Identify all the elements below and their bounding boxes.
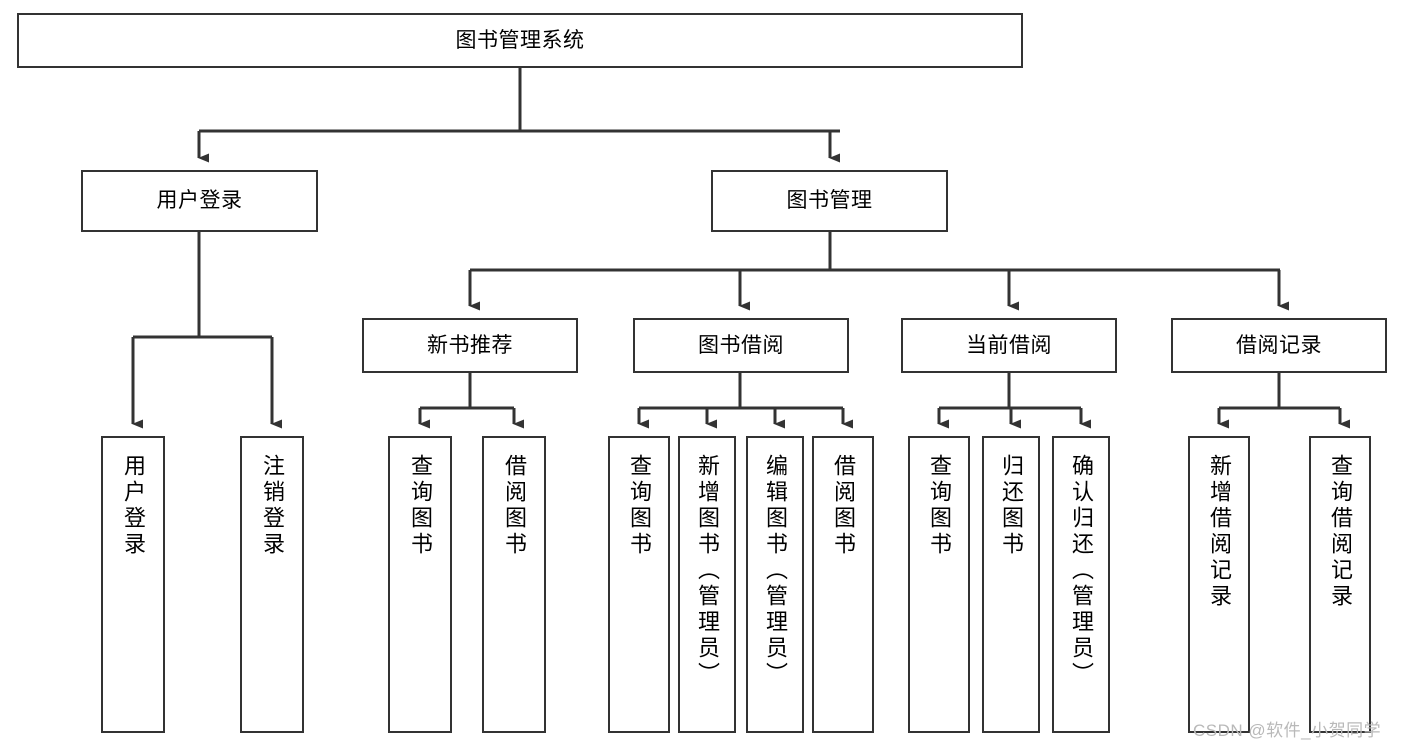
node-label: 确认归还（管理员） (1069, 454, 1094, 688)
node-label: 注销登录 (260, 454, 285, 558)
node-label: 新增图书（管理员） (695, 454, 720, 688)
node-label: 归还图书 (999, 454, 1024, 558)
node-book-borrow[interactable]: 图书借阅 (633, 318, 849, 373)
node-label: 查询图书 (927, 454, 952, 558)
node-label: 图书管理系统 (455, 28, 585, 52)
node-label: 编辑图书（管理员） (763, 454, 788, 688)
leaf-return-book[interactable]: 归还图书 (982, 436, 1040, 733)
node-user-login[interactable]: 用户登录 (81, 170, 318, 232)
node-current-borrow[interactable]: 当前借阅 (901, 318, 1117, 373)
leaf-edit-book-admin[interactable]: 编辑图书（管理员） (746, 436, 804, 733)
node-label: 当前借阅 (966, 333, 1052, 357)
node-borrow-record[interactable]: 借阅记录 (1171, 318, 1387, 373)
leaf-query-book-borrow[interactable]: 查询图书 (608, 436, 670, 733)
leaf-query-book-current[interactable]: 查询图书 (908, 436, 970, 733)
leaf-borrow-book[interactable]: 借阅图书 (812, 436, 874, 733)
leaf-confirm-return-admin[interactable]: 确认归还（管理员） (1052, 436, 1110, 733)
node-label: 借阅图书 (831, 454, 856, 558)
leaf-query-borrow-record[interactable]: 查询借阅记录 (1309, 436, 1371, 733)
node-label: 借阅图书 (502, 454, 527, 558)
node-label: 图书借阅 (698, 333, 784, 357)
node-label: 查询借阅记录 (1328, 454, 1353, 610)
leaf-add-book-admin[interactable]: 新增图书（管理员） (678, 436, 736, 733)
node-label: 新增借阅记录 (1207, 454, 1232, 610)
node-label: 新书推荐 (427, 333, 513, 357)
leaf-query-book-recommend[interactable]: 查询图书 (388, 436, 452, 733)
leaf-user-login[interactable]: 用户登录 (101, 436, 165, 733)
node-label: 用户登录 (121, 454, 146, 558)
leaf-logout[interactable]: 注销登录 (240, 436, 304, 733)
node-label: 图书管理 (786, 189, 873, 213)
node-label: 查询图书 (408, 454, 433, 558)
node-label: 查询图书 (627, 454, 652, 558)
csdn-watermark: CSDN @软件_小贺同学 (1193, 721, 1382, 740)
node-root[interactable]: 图书管理系统 (17, 13, 1023, 68)
node-label: 借阅记录 (1236, 333, 1322, 357)
leaf-borrow-book-recommend[interactable]: 借阅图书 (482, 436, 546, 733)
node-new-book-recommend[interactable]: 新书推荐 (362, 318, 578, 373)
node-label: 用户登录 (156, 189, 243, 213)
node-book-management[interactable]: 图书管理 (711, 170, 948, 232)
leaf-add-borrow-record[interactable]: 新增借阅记录 (1188, 436, 1250, 733)
